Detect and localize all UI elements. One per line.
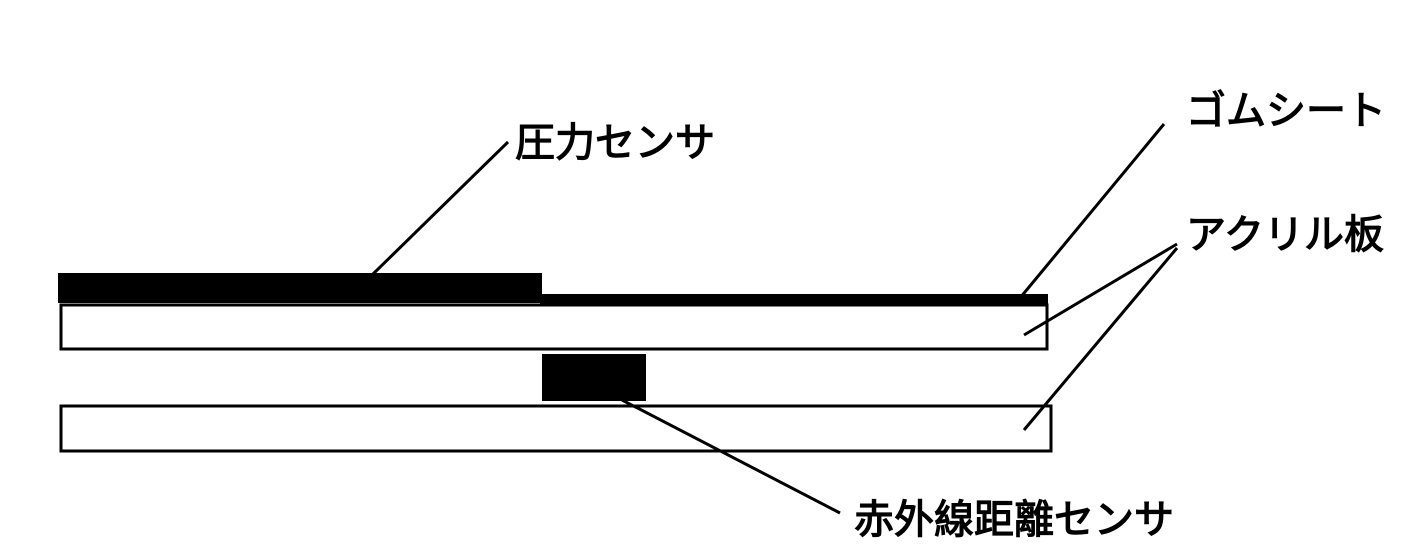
rubber-sheet-leader bbox=[1018, 123, 1166, 299]
pressure-sensor-leader bbox=[370, 140, 510, 277]
pressure-sensor-block bbox=[58, 273, 542, 303]
pressure-sensor-label: 圧力センサ bbox=[515, 120, 715, 166]
rubber-sheet-label: ゴムシート bbox=[1186, 88, 1386, 134]
upper-acrylic-plate bbox=[59, 303, 1049, 351]
ir-distance-sensor-label: 赤外線距離センサ bbox=[854, 497, 1174, 543]
rubber-sheet bbox=[540, 294, 1048, 306]
acrylic-plate-label: アクリル板 bbox=[1186, 212, 1384, 258]
acrylic-plate-leader-lower bbox=[1022, 247, 1179, 431]
acrylic-plate-leader-upper bbox=[1023, 242, 1178, 337]
lower-acrylic-plate bbox=[59, 404, 1053, 453]
ir-distance-sensor-block bbox=[542, 354, 646, 401]
ir-distance-sensor-leader bbox=[621, 398, 841, 515]
